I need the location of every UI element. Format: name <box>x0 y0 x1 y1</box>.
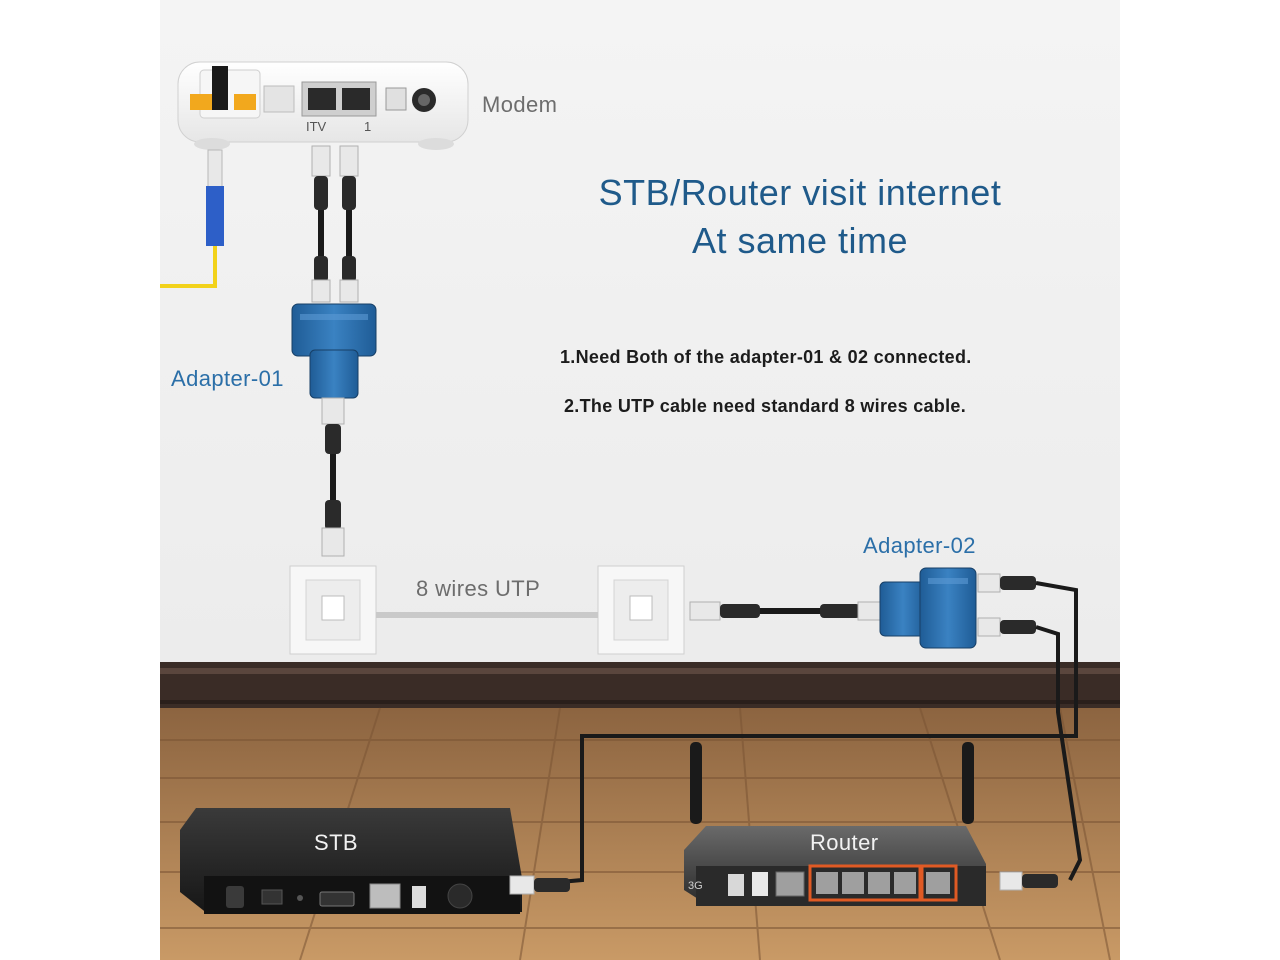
rj45-plug-icon <box>999 871 1058 891</box>
modem-label: Modem <box>482 92 558 117</box>
note-2: 2.The UTP cable need standard 8 wires ca… <box>564 396 967 416</box>
stb-label: STB <box>314 830 358 855</box>
stb-icon <box>180 808 522 914</box>
modem-icon <box>177 61 469 150</box>
adapter-to-socket-cable <box>321 397 345 557</box>
wall-socket-icon <box>289 565 377 655</box>
utp-cable <box>376 612 598 618</box>
note-1: 1.Need Both of the adapter-01 & 02 conne… <box>560 347 972 367</box>
adapter-02-label: Adapter-02 <box>863 533 976 558</box>
router-icon <box>684 742 986 906</box>
modem-to-adapter-cables <box>311 145 359 303</box>
rj45-plug-icon <box>509 875 570 895</box>
modem-port-1-label: 1 <box>364 119 372 134</box>
modem-port-itv-label: ITV <box>306 119 327 134</box>
router-label: Router <box>810 830 879 855</box>
adapter-01-icon <box>291 303 377 399</box>
wall-socket-icon <box>597 565 685 655</box>
adapter-02-icon <box>879 567 977 649</box>
title-line-1: STB/Router visit internet <box>598 172 1002 213</box>
adapter-01-label: Adapter-01 <box>171 366 284 391</box>
title-line-2: At same time <box>691 220 909 261</box>
adapter-02-output-cables <box>559 573 1083 884</box>
socket-to-adapter-cable <box>689 601 883 621</box>
utp-cable-label: 8 wires UTP <box>416 576 541 601</box>
fiber-connector-icon <box>160 149 224 288</box>
router-3g-label: 3G <box>688 880 703 892</box>
